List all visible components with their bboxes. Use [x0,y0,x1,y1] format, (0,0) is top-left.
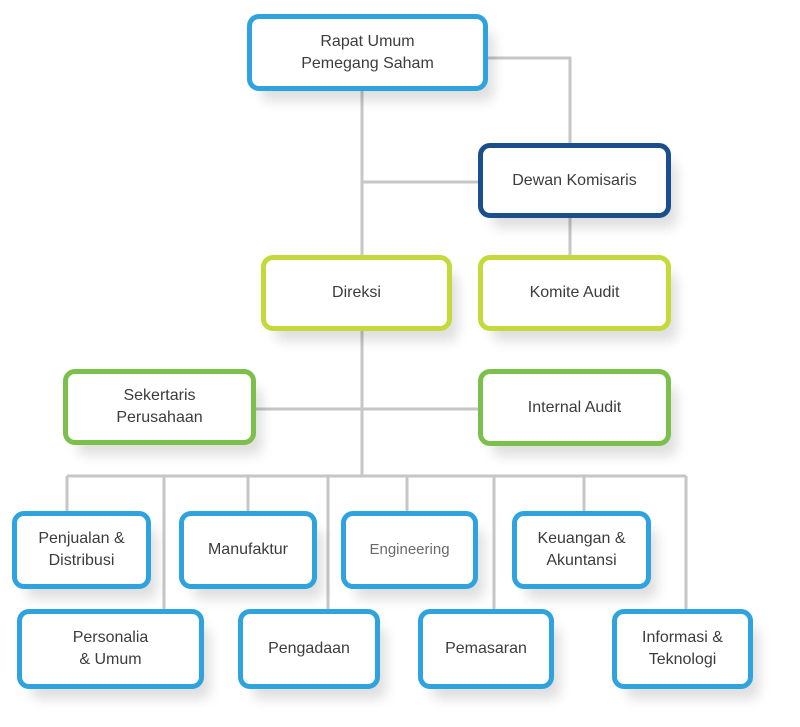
pemasaran-box: Pemasaran [418,609,554,689]
manufaktur-label: Manufaktur [207,541,289,558]
informasi-label: Informasi & Teknologi [642,629,723,668]
rups-label: Rapat Umum Pemegang Saham [301,32,434,72]
personalia-box: Personalia & Umum [17,609,204,689]
pengadaan-box: Pengadaan [238,609,380,689]
penjualan-box: Penjualan & Distribusi [12,511,151,589]
dewan-komisaris-label: Dewan Komisaris [512,171,637,189]
dewan-komisaris-box: Dewan Komisaris [478,143,671,218]
informasi-box: Informasi & Teknologi [612,609,753,689]
personalia-label: Personalia & Umum [72,629,149,668]
rups-box: Rapat Umum Pemegang Saham [247,14,488,91]
connector-rups-dewan [487,56,572,144]
manufaktur-box: Manufaktur [179,511,317,589]
engineering-label: Engineering [369,541,450,558]
sekertaris-label: Sekertaris Perusahaan [116,387,203,426]
penjualan-label: Penjualan & Distribusi [38,530,125,569]
internal-audit-label: Internal Audit [527,398,622,416]
keuangan-label: Keuangan & Akuntansi [537,530,626,569]
pengadaan-label: Pengadaan [268,640,350,657]
internal-audit-box: Internal Audit [478,369,671,446]
direksi-label: Direksi [332,284,381,301]
pemasaran-label: Pemasaran [445,640,527,657]
engineering-box: Engineering [341,511,478,589]
sekertaris-box: Sekertaris Perusahaan [63,369,256,445]
komite-audit-box: Komite Audit [478,255,671,331]
komite-audit-label: Komite Audit [529,284,620,301]
keuangan-box: Keuangan & Akuntansi [512,511,651,589]
direksi-box: Direksi [261,255,452,331]
